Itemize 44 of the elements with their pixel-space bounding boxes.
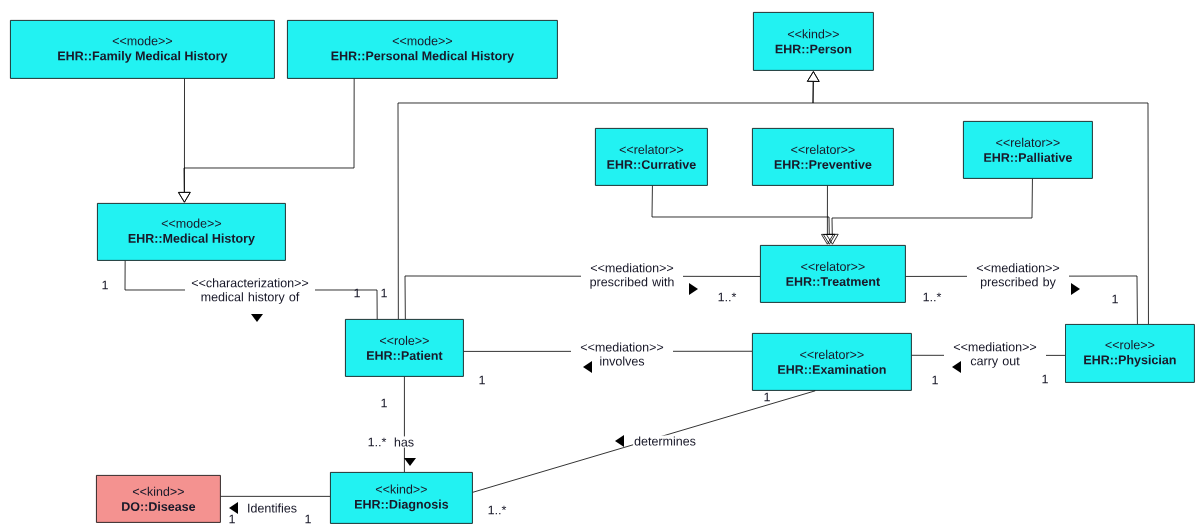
class-box: <<kind>> DO::Disease <box>96 475 221 523</box>
connector <box>404 376 405 473</box>
connector <box>178 78 191 203</box>
multiplicity: 1 <box>354 288 360 298</box>
multiplicity: 1..* <box>718 292 737 302</box>
multiplicity: 1 <box>932 375 938 385</box>
edge-label: <<mediation>> carry out <box>944 341 1046 369</box>
connector <box>651 185 836 245</box>
multiplicity: 1 <box>102 280 108 290</box>
class-box: <<mode>> EHR::Personal Medical History <box>287 20 558 79</box>
class-box: <<role>> EHR::Patient <box>345 319 464 377</box>
multiplicity: 1 <box>764 392 770 402</box>
class-box: <<role>> EHR::Physician <box>1065 324 1195 383</box>
connector <box>220 495 331 497</box>
class-box: <<relator>> EHR::Treatment <box>760 245 906 303</box>
class-box: <<mode>> EHR::Medical History <box>97 203 286 261</box>
connector <box>821 185 834 245</box>
connector <box>472 390 816 493</box>
multiplicity: 1 <box>305 514 311 524</box>
class-box: <<relator>> EHR::Preventive <box>752 128 894 186</box>
class-box: <<relator>> EHR::Currative <box>595 128 708 186</box>
class-box: <<kind>> EHR::Diagnosis <box>330 472 473 524</box>
multiplicity: 1 <box>1042 374 1048 384</box>
multiplicity: 1 <box>479 375 485 385</box>
connector <box>178 78 355 203</box>
connector <box>807 71 1149 325</box>
edge-label: Identifies <box>246 502 298 514</box>
multiplicity: 1 <box>1112 294 1118 304</box>
edge-label: <<mediation>> prescribed by <box>967 262 1069 290</box>
edge-label: <<characterization>> medical history of <box>185 277 315 305</box>
class-box: <<kind>> EHR::Person <box>753 12 874 71</box>
class-box: <<relator>> EHR::Palliative <box>963 121 1093 179</box>
multiplicity: 1 <box>381 398 387 408</box>
edge-label: has <box>392 436 416 448</box>
connector <box>826 178 1033 245</box>
multiplicity: 1..* <box>368 437 387 447</box>
class-box: <<relator>> EHR::Examination <box>752 333 912 391</box>
multiplicity: 1..* <box>923 292 942 302</box>
edge-label: determines <box>633 435 697 447</box>
multiplicity: 1 <box>381 288 387 298</box>
edge-label: <<mediation>> involves <box>571 341 673 367</box>
multiplicity: 1..* <box>488 505 507 515</box>
edge-label: <<mediation>> prescribed with <box>581 262 683 290</box>
class-box: <<mode>> EHR::Family Medical History <box>10 20 275 79</box>
